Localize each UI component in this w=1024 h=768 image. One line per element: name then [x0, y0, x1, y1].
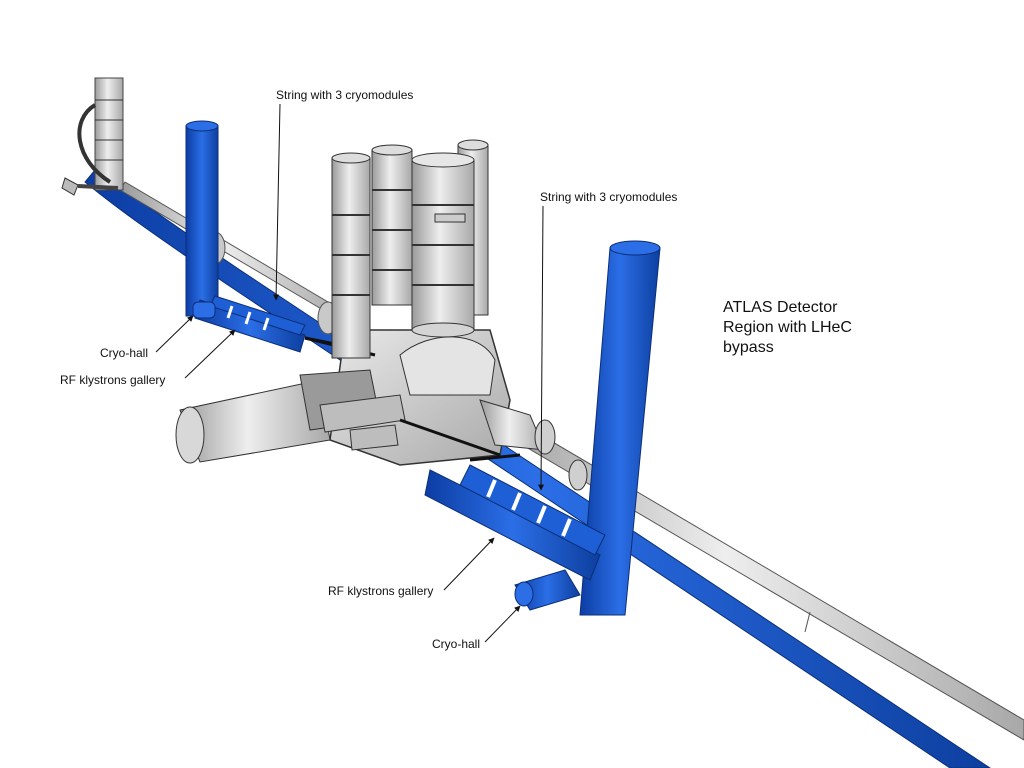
label-rf-gallery-left: RF klystrons gallery [60, 373, 166, 387]
beam-pipe [119, 181, 1024, 741]
rf-gallery-right [424, 453, 606, 611]
diagram-title: ATLAS Detector Region with LHeC bypass [723, 298, 923, 358]
title-line-2: Region with LHeC [723, 319, 852, 336]
label-rf-gallery-right: RF klystrons gallery [328, 584, 434, 598]
atlas-cavern [175, 329, 588, 491]
label-cryo-hall-left: Cryo-hall [100, 346, 149, 360]
shaft-top-left [61, 77, 124, 196]
label-string-top-left: String with 3 cryomodules [276, 88, 414, 102]
title-line-1: ATLAS Detector [723, 299, 838, 316]
blue-shaft-right [579, 240, 661, 616]
blue-shaft-left [185, 120, 219, 317]
annotation-arrows [155, 103, 545, 643]
rf-gallery-left [192, 295, 341, 353]
title-line-3: bypass [723, 339, 774, 356]
label-string-top-right: String with 3 cryomodules [540, 190, 678, 204]
label-cryo-hall-right: Cryo-hall [432, 637, 481, 651]
access-shafts [331, 139, 489, 359]
